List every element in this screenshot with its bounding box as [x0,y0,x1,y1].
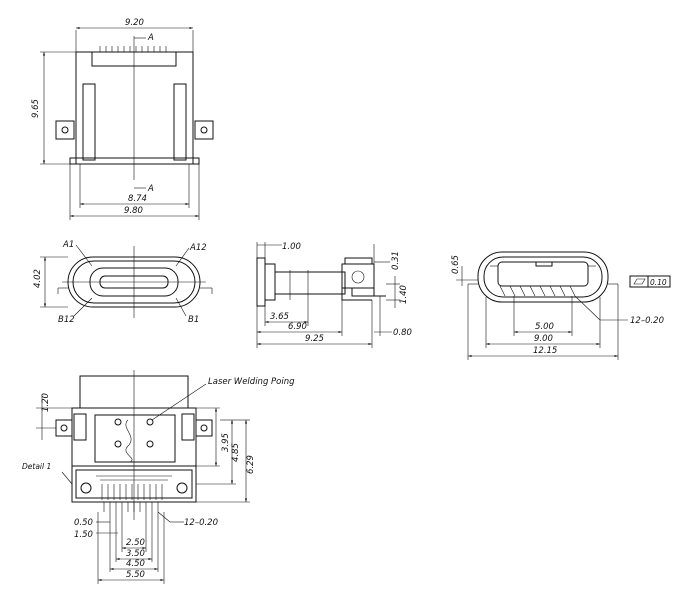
side-dim-step: 1.40 [399,285,409,304]
front-view-body [57,246,213,318]
pin-dim-2: 2.50 [126,538,145,548]
bottom-dim-h3: 6.29 [246,455,256,474]
top-dim-width-total: 9.80 [124,206,143,216]
side-dim-flange: 1.00 [282,242,301,252]
pin-b1-label: B1 [188,315,199,325]
laser-welding-label: Laser Welding Poing [208,377,295,387]
pin-dim-4: 4.50 [126,559,145,569]
top-dim-width-inner: 8.74 [128,194,147,204]
bottom-dim-side: 1.20 [41,393,51,412]
section-dim-mid: 9.00 [534,334,553,344]
bottom-dim-h1: 3.95 [221,433,231,452]
section-dim-total: 12.15 [533,346,557,356]
pin-b12-label: B12 [58,315,75,325]
front-view-dimensions: 4.02 A1 A12 B12 B1 [33,240,207,325]
pin-dim-0: 0.50 [74,518,93,528]
bottom-dim-h2: 4.85 [231,443,241,462]
section-dim-top: 0.65 [451,255,461,274]
section-dim-inner: 5.00 [535,322,554,332]
pin-dim-1: 1.50 [74,530,93,540]
top-view: 9.20 9.65 8.74 9.80 A A [31,18,214,220]
section-view-body [467,251,619,303]
bottom-view-dimensions: 1.20 Laser Welding Poing Detail 1 3.95 4… [22,377,295,584]
side-dim-a: 3.65 [270,312,289,322]
flatness-value: 0.10 [650,278,667,287]
detail-label: Detail 1 [22,462,51,471]
bottom-pitch-pins: 12–0.20 [184,518,218,528]
bottom-view-body [55,370,213,520]
side-view-body [256,257,386,307]
pin-dim-3: 3.50 [126,549,145,559]
front-view: 4.02 A1 A12 B12 B1 [33,240,213,325]
top-dim-width-top: 9.20 [125,18,144,28]
section-view-dimensions: 0.65 0.10 5.00 9.00 12.15 12–0.20 [451,255,671,360]
side-view-dimensions: 1.00 0.31 1.40 3.65 6.90 9.25 0.80 [256,242,412,348]
side-dim-tail: 0.80 [393,328,412,338]
section-view: 0.65 0.10 5.00 9.00 12.15 12–0.20 [451,251,671,360]
pin-dim-5: 5.50 [126,570,145,580]
pin-a12-label: A12 [189,243,207,253]
bottom-view: 1.20 Laser Welding Poing Detail 1 3.95 4… [22,370,295,584]
top-view-dimensions: 9.20 9.65 8.74 9.80 A A [31,18,200,220]
section-mark-bottom: A [147,184,154,194]
top-dim-height: 9.65 [31,99,41,118]
pin-a1-label: A1 [62,240,74,250]
side-dim-total: 9.25 [305,334,324,344]
side-dim-tip: 0.31 [391,251,401,270]
section-mark-top: A [147,33,154,43]
top-view-body [55,36,214,180]
front-dim-height: 4.02 [33,269,43,288]
section-pitch-pins: 12–0.20 [630,316,664,326]
side-dim-b: 6.90 [288,322,307,332]
side-view: 1.00 0.31 1.40 3.65 6.90 9.25 0.80 [256,242,412,348]
